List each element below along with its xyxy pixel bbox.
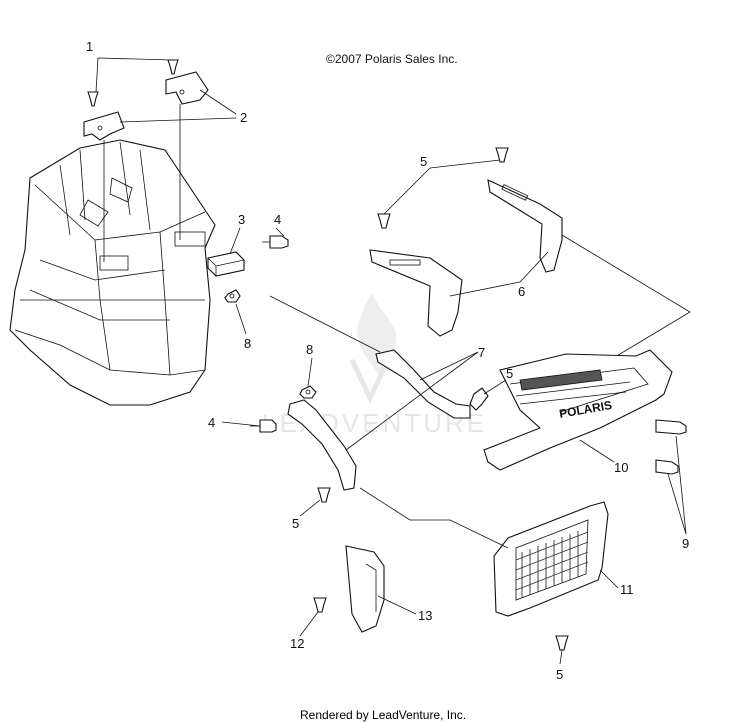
leader-lines [95, 57, 687, 665]
callout-8-upper: 8 [244, 336, 251, 351]
nut-part-8-lower [299, 385, 317, 399]
push-rivet-part-12 [313, 597, 327, 613]
callout-1: 1 [86, 39, 93, 54]
bracket-part-2 [83, 71, 209, 141]
callout-7: 7 [478, 345, 485, 360]
push-rivet-part-5-mid [469, 387, 489, 411]
bolt-part-9 [655, 419, 687, 475]
callout-4-upper: 4 [274, 212, 281, 227]
support-bracket-part-13 [345, 545, 385, 633]
watermark-v-icon [349, 358, 391, 404]
callout-5-lower-left: 5 [292, 516, 299, 531]
mount-bracket-part-6 [369, 179, 563, 337]
copyright-text: ©2007 Polaris Sales Inc. [326, 52, 458, 66]
callout-8-lower: 8 [306, 342, 313, 357]
callout-6: 6 [518, 284, 525, 299]
callout-10: 10 [614, 460, 628, 475]
callout-5-upper: 5 [420, 154, 427, 169]
push-rivet-part-1 [87, 59, 179, 107]
bolt-part-4-upper [262, 235, 289, 249]
callout-5-mid: 5 [506, 366, 513, 381]
push-rivet-part-5-lower-left [317, 487, 331, 503]
callout-5-bottom: 5 [556, 667, 563, 682]
push-rivet-part-5-upper [377, 147, 509, 229]
callouts: 1 2 3 4 8 5 6 7 8 4 5 5 10 9 11 12 13 5 [86, 39, 689, 682]
callout-3: 3 [238, 212, 245, 227]
callout-12: 12 [290, 636, 304, 651]
nut-part-8-upper [224, 289, 241, 303]
bolt-part-4-lower [250, 419, 277, 433]
grille-part-11 [493, 501, 609, 617]
block-part-3 [207, 251, 245, 277]
callout-11: 11 [620, 582, 634, 597]
front-bumper-part-10: POLARIS [483, 349, 673, 471]
callout-9: 9 [682, 536, 689, 551]
frame-assembly [9, 139, 216, 406]
guard-tube-part-7 [287, 349, 471, 491]
footer-text: Rendered by LeadVenture, Inc. [300, 708, 466, 722]
callout-2: 2 [240, 110, 247, 125]
callout-13: 13 [418, 608, 432, 623]
callout-4-lower: 4 [208, 415, 215, 430]
push-rivet-part-5-bottom [555, 635, 569, 651]
